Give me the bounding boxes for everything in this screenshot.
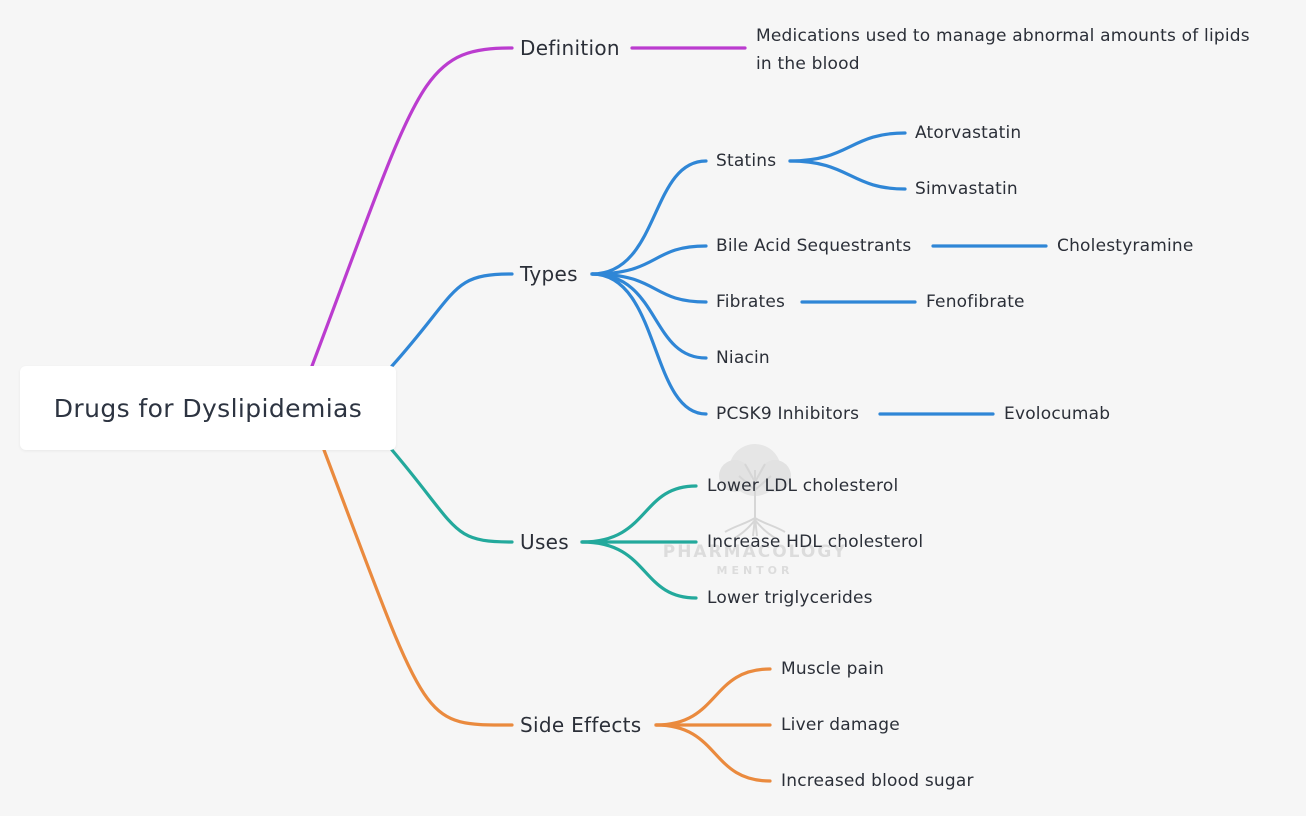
lower-triglycerides-node[interactable]: Lower triglycerides bbox=[707, 588, 873, 608]
root-to-types-line bbox=[390, 272, 514, 368]
types-to-pcsk9-line bbox=[590, 272, 708, 416]
types-to-statins-line bbox=[590, 159, 708, 276]
side-effects-node[interactable]: Side Effects bbox=[520, 713, 642, 737]
fibrates-node[interactable]: Fibrates bbox=[716, 292, 786, 312]
atorvastatin-node[interactable]: Atorvastatin bbox=[915, 123, 1022, 143]
types-to-fibrates-line bbox=[590, 272, 708, 304]
pcsk9-inhibitors-node[interactable]: PCSK9 Inhibitors bbox=[716, 404, 860, 424]
increase-hdl-node[interactable]: Increase HDL cholesterol bbox=[707, 532, 924, 552]
definition-text[interactable]: Medications used to manage abnormal amou… bbox=[756, 22, 1286, 78]
types-to-niacin-line bbox=[590, 272, 708, 360]
types-to-bile-line bbox=[590, 244, 708, 276]
types-connectors bbox=[390, 131, 1048, 416]
side-effects-connectors bbox=[322, 448, 772, 783]
definition-node[interactable]: Definition bbox=[520, 36, 620, 60]
bile-acid-sequestrants-node[interactable]: Bile Acid Sequestrants bbox=[716, 236, 912, 256]
muscle-pain-node[interactable]: Muscle pain bbox=[781, 659, 885, 679]
uses-connectors bbox=[390, 448, 698, 600]
definition-text-line-2: in the blood bbox=[756, 54, 860, 74]
evolocumab-node[interactable]: Evolocumab bbox=[1004, 404, 1111, 424]
fenofibrate-node[interactable]: Fenofibrate bbox=[926, 292, 1025, 312]
uses-to-triglycerides-line bbox=[580, 540, 698, 600]
statins-to-atorvastatin-line bbox=[788, 131, 907, 163]
root-to-side-effects-line bbox=[322, 448, 514, 727]
definition-text-line-1: Medications used to manage abnormal amou… bbox=[756, 26, 1250, 46]
increased-blood-sugar-node[interactable]: Increased blood sugar bbox=[781, 771, 974, 791]
niacin-node[interactable]: Niacin bbox=[716, 348, 770, 368]
statins-node[interactable]: Statins bbox=[716, 151, 777, 171]
cholestyramine-node[interactable]: Cholestyramine bbox=[1057, 236, 1194, 256]
uses-to-ldl-line bbox=[580, 484, 698, 544]
side-effects-to-muscle-line bbox=[654, 667, 772, 727]
statins-to-simvastatin-line bbox=[788, 159, 907, 191]
lower-ldl-node[interactable]: Lower LDL cholesterol bbox=[707, 476, 899, 496]
types-node[interactable]: Types bbox=[520, 262, 578, 286]
root-label: Drugs for Dyslipidemias bbox=[53, 393, 363, 423]
root-to-uses-line bbox=[390, 448, 514, 544]
side-effects-to-sugar-line bbox=[654, 723, 772, 783]
root-node[interactable]: Drugs for Dyslipidemias bbox=[20, 366, 396, 450]
definition-connectors bbox=[310, 46, 747, 368]
liver-damage-node[interactable]: Liver damage bbox=[781, 715, 900, 735]
uses-node[interactable]: Uses bbox=[520, 530, 569, 554]
root-to-definition-line bbox=[310, 46, 514, 368]
simvastatin-node[interactable]: Simvastatin bbox=[915, 179, 1018, 199]
